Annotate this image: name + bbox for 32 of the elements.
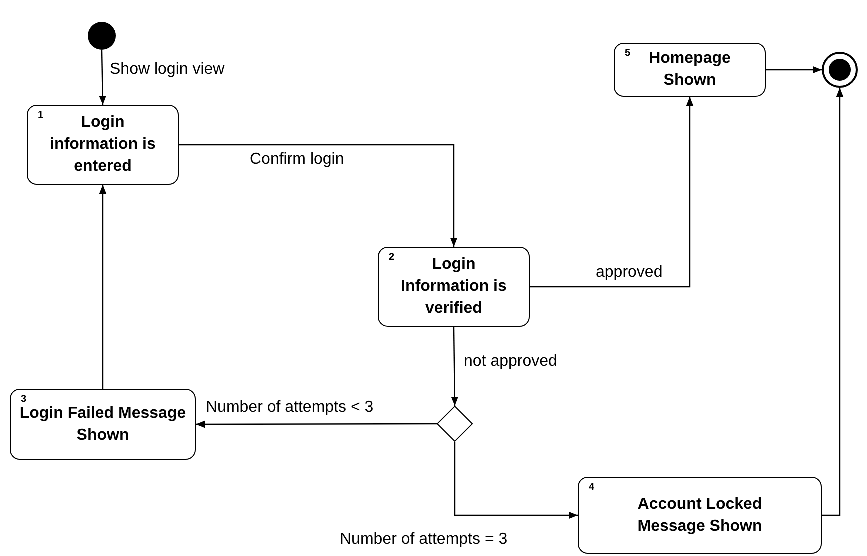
transition-arrow bbox=[766, 66, 822, 74]
transition-arrow bbox=[530, 97, 694, 288]
state-number: 4 bbox=[589, 483, 595, 493]
state-box bbox=[614, 43, 766, 97]
edge-label: not approved bbox=[464, 352, 558, 372]
state-name: Login information is entered bbox=[49, 113, 157, 177]
transition-arrow bbox=[822, 88, 844, 516]
transition-arrow bbox=[179, 144, 458, 247]
state-box bbox=[578, 477, 822, 554]
decision-diamond bbox=[437, 406, 473, 442]
transition-arrow bbox=[99, 185, 107, 389]
state-box bbox=[10, 389, 196, 460]
transition-arrow bbox=[454, 442, 578, 520]
edge-label: Number of attempts < 3 bbox=[206, 398, 374, 418]
state-name: Login Failed Message Shown bbox=[18, 404, 188, 446]
state-box bbox=[378, 247, 530, 327]
state-number: 1 bbox=[38, 111, 44, 121]
transition-arrow bbox=[451, 327, 458, 406]
state-number: 5 bbox=[625, 49, 631, 59]
transition-arrow bbox=[196, 420, 437, 428]
state-name: Login Information is verified bbox=[400, 255, 508, 319]
final-state-symbol bbox=[822, 52, 858, 88]
edge-label: Confirm login bbox=[250, 150, 344, 170]
transition-arrow bbox=[99, 50, 106, 106]
state-name: Homepage Shown bbox=[648, 49, 732, 91]
state-number: 2 bbox=[389, 253, 395, 263]
edge-label: approved bbox=[596, 263, 663, 283]
edge-label: Number of attempts = 3 bbox=[340, 530, 508, 550]
edge-label: Show login view bbox=[110, 60, 225, 80]
state-box bbox=[27, 105, 179, 185]
state-name: Account Locked Message Shown bbox=[636, 494, 764, 536]
state-number: 3 bbox=[21, 395, 27, 405]
